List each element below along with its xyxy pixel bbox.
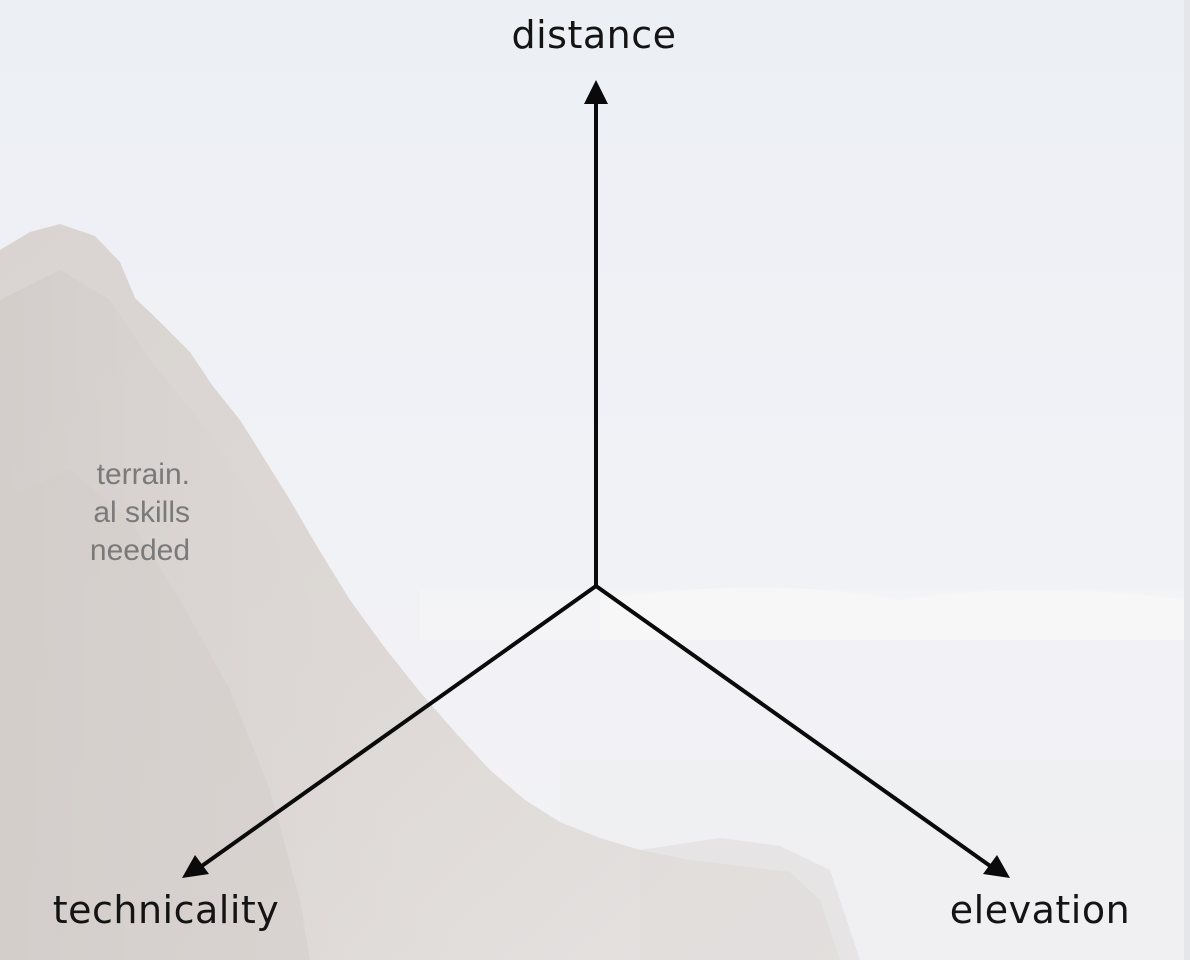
technicality-axis-line: [199, 586, 596, 868]
elevation-axis-label: elevation: [950, 891, 1130, 929]
distance-arrowhead-icon: [584, 80, 608, 104]
technicality-axis-label: technicality: [53, 891, 280, 929]
elevation-arrowhead-icon: [983, 855, 1010, 878]
elevation-axis-line: [596, 586, 993, 868]
distance-axis-label: distance: [511, 16, 676, 54]
technicality-arrowhead-icon: [182, 855, 209, 878]
